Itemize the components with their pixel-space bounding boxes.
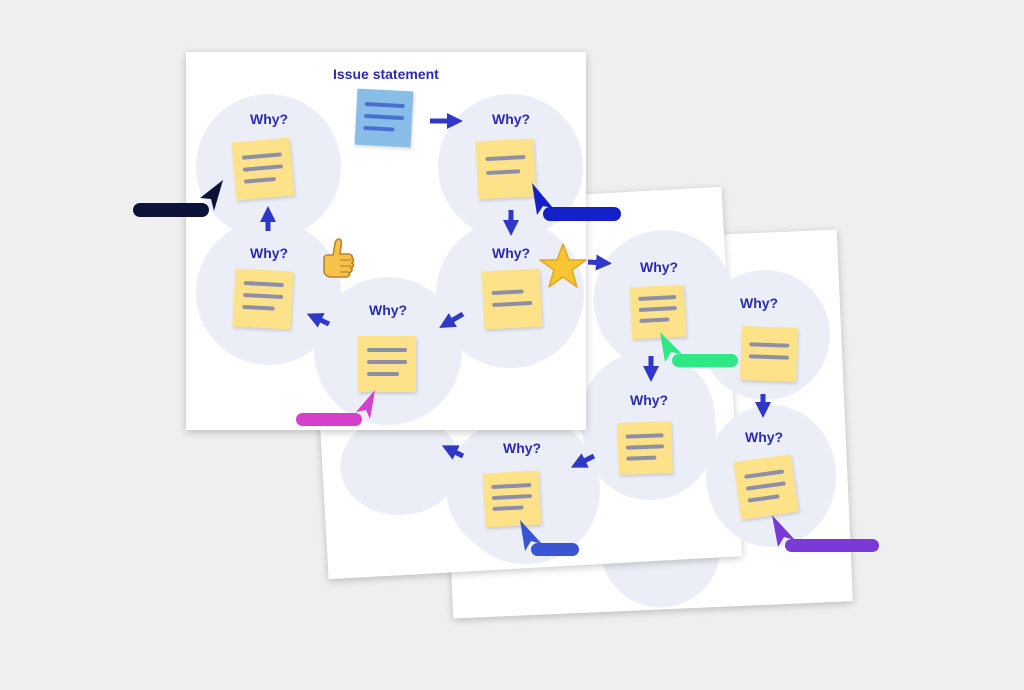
sticky-note[interactable] — [358, 336, 416, 392]
why-label: Why? — [640, 259, 679, 275]
why-label: Why? — [250, 245, 289, 261]
sticky-note[interactable] — [482, 470, 542, 528]
sticky-note[interactable] — [231, 137, 295, 201]
sticky-note[interactable] — [475, 138, 537, 200]
why-label: Why? — [503, 440, 542, 456]
why-label: Why? — [740, 295, 779, 311]
issue-note[interactable] — [354, 88, 414, 148]
why-label: Why? — [492, 245, 531, 261]
board-front: Issue statement Why? Why? Why? Why? Why? — [186, 52, 586, 430]
why-label: Why? — [630, 392, 669, 408]
sticky-note[interactable] — [629, 284, 687, 340]
sticky-note[interactable] — [740, 326, 798, 382]
thumbs-up-icon — [323, 238, 355, 278]
star-icon — [539, 243, 587, 288]
sticky-note[interactable] — [617, 421, 673, 475]
why-label: Why? — [492, 111, 531, 127]
sticky-note[interactable] — [232, 268, 294, 330]
why-label: Why? — [369, 302, 408, 318]
why-label: Why? — [250, 111, 289, 127]
issue-statement-title: Issue statement — [333, 66, 439, 82]
sticky-note[interactable] — [733, 454, 799, 520]
why-label: Why? — [745, 429, 784, 445]
sticky-note[interactable] — [481, 268, 543, 330]
